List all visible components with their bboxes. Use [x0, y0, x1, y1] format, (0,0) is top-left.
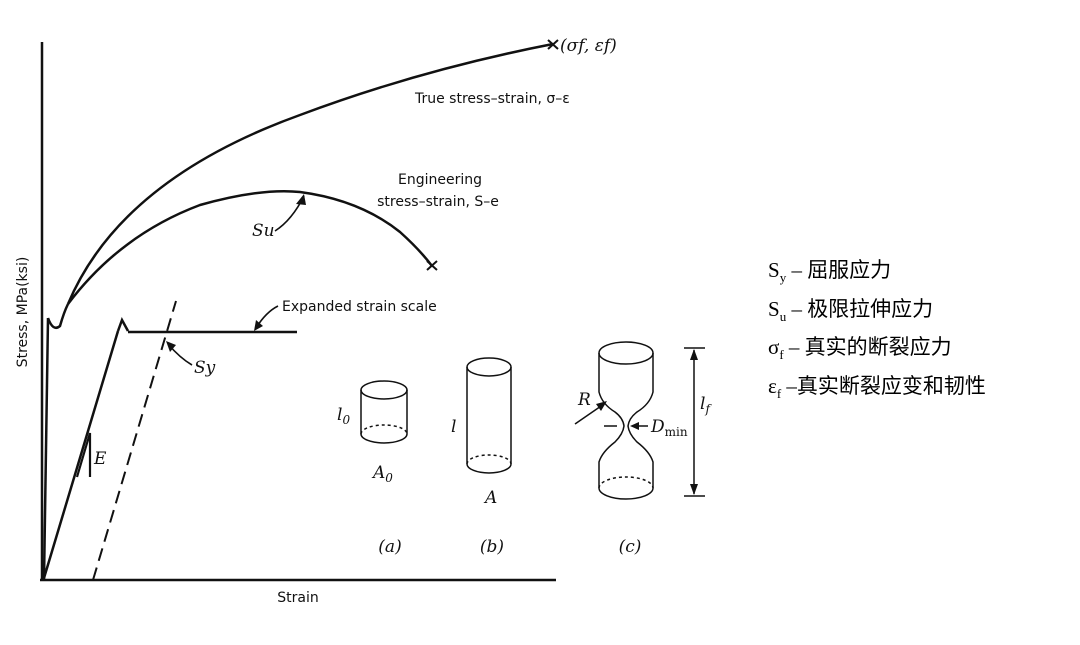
- yield-dip: [46, 303, 70, 329]
- legend-text: –真实断裂应变和韧性: [786, 374, 986, 399]
- legend-subscript: y: [779, 270, 787, 286]
- modulus-triangle: [75, 432, 92, 478]
- ultimate-arrowhead: [296, 194, 306, 205]
- legend-row-epsilon-f: εf –真实断裂应变和韧性: [768, 371, 986, 410]
- engineering-stress-strain-curve: [67, 189, 433, 305]
- legend-row-su: Su – 极限拉伸应力: [768, 294, 986, 333]
- dimension-arrow-top: [690, 349, 698, 360]
- expanded-elastic-line: [42, 330, 120, 579]
- true-stress-strain-curve: [66, 42, 554, 305]
- legend-subscript: f: [779, 347, 784, 363]
- expanded-arrowhead: [254, 320, 263, 331]
- specimen-a-area-label: A0: [371, 463, 393, 485]
- x-axis-label: Strain: [277, 590, 318, 606]
- symbol-legend: Sy – 屈服应力 Su – 极限拉伸应力 σf – 真实的断裂应力 εf –真…: [768, 255, 986, 410]
- expanded-scale-label: Expanded strain scale: [282, 299, 437, 315]
- legend-subscript: f: [776, 386, 782, 402]
- dmin-arrowhead: [630, 422, 639, 430]
- specimen-c-dmin-label: Dmin: [650, 417, 688, 439]
- elastic-line: [42, 317, 50, 581]
- legend-text: – 真实的断裂应力: [788, 335, 952, 360]
- yield-arrowhead: [166, 341, 176, 352]
- modulus-label: E: [93, 449, 107, 469]
- specimen-b-length-label: l: [451, 417, 456, 437]
- y-axis-label: Stress, MPa(ksi): [15, 257, 31, 368]
- legend-symbol: ε: [768, 374, 777, 399]
- yield-strength-label: Sy: [194, 358, 216, 378]
- specimen-c-caption: (c): [619, 537, 642, 557]
- specimen-b-caption: (b): [480, 537, 504, 557]
- legend-symbol: σ: [768, 335, 780, 360]
- legend-symbol: S: [768, 296, 780, 321]
- fracture-point-marker: [547, 39, 559, 50]
- legend-symbol: S: [768, 258, 780, 282]
- specimen-a: [360, 380, 408, 444]
- offset-dashed-line: [92, 300, 177, 581]
- engineering-label-line1: Engineering: [398, 172, 482, 188]
- legend-row-sy: Sy – 屈服应力: [768, 255, 986, 294]
- legend-subscript: u: [779, 308, 787, 324]
- legend-text: – 极限拉伸应力: [791, 296, 934, 321]
- fracture-label: (σf, εf): [560, 36, 617, 56]
- legend-text: – 屈服应力: [791, 258, 892, 282]
- specimen-b: [466, 357, 512, 474]
- specimen-c-length-label: lf: [700, 394, 712, 416]
- specimen-a-length-label: l0: [337, 405, 350, 427]
- specimen-c-length-dimension: [684, 347, 705, 497]
- dimension-arrow-bottom: [690, 484, 698, 495]
- specimen-a-caption: (a): [378, 537, 401, 557]
- expanded-yield-bump: [116, 316, 130, 332]
- specimen-b-area-label: A: [483, 488, 497, 508]
- engineering-fracture-marker: [426, 260, 438, 271]
- specimen-c-radius-label: R: [577, 390, 591, 410]
- true-curve-label: True stress–strain, σ–ε: [414, 91, 570, 107]
- specimen-c: [598, 341, 654, 500]
- ultimate-strength-label: Su: [252, 221, 275, 241]
- legend-row-sigma-f: σf – 真实的断裂应力: [768, 332, 986, 371]
- radius-arrowhead: [596, 401, 607, 411]
- engineering-label-line2: stress–strain, S–e: [377, 194, 499, 210]
